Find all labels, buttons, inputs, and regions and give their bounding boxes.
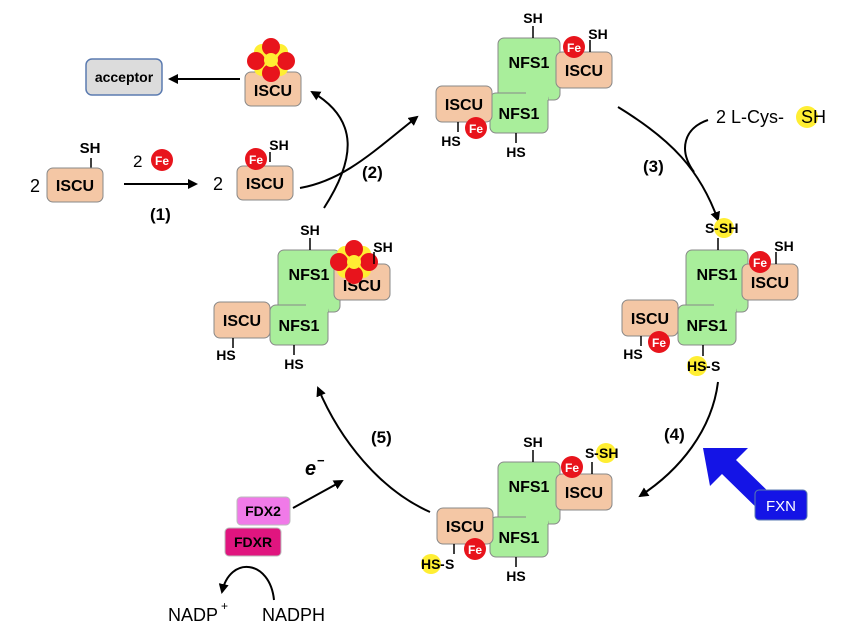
sh-label: SH (269, 137, 288, 153)
fe-label: Fe (565, 461, 579, 475)
nfs1-label: NFS1 (289, 267, 330, 284)
nadph-label: NADPH (262, 605, 325, 625)
fdx2-box: FDX2 (236, 496, 291, 526)
hs-label: HS (421, 556, 440, 572)
fxn-label: FXN (766, 498, 796, 515)
cysteine-label: 2 L-Cys- (716, 107, 784, 127)
electron-charge-label: − (317, 453, 325, 468)
persulfide-s-label: S (711, 358, 720, 374)
arrow-step-2-to-iscu (310, 90, 349, 209)
complex-bottom: NFS1 NFS1 ISCU ISCU SH Fe S - SH HS - S … (421, 434, 618, 584)
sh-label: SH (373, 239, 392, 255)
nfs1-label: NFS1 (509, 55, 550, 72)
step-4-label: (4) (664, 425, 685, 444)
iscu-label: ISCU (631, 311, 669, 328)
acceptor-box: acceptor (85, 58, 163, 96)
iscu-label: ISCU (223, 313, 261, 330)
hs-label: HS (284, 356, 303, 372)
fe-label: Fe (249, 153, 263, 167)
iscu-label: ISCU (565, 63, 603, 80)
iscu-fe: 2 ISCU SH Fe (213, 137, 294, 201)
fe-label: Fe (753, 256, 767, 270)
hs-label: HS (687, 358, 706, 374)
persulfide-s-label: S (585, 445, 594, 461)
persulfide-s-label: S (705, 220, 714, 236)
arrow-cysteine-input (684, 119, 709, 173)
sh-label: SH (774, 238, 793, 254)
iscu-label: ISCU (445, 97, 483, 114)
iron-reactant: 2 Fe (133, 149, 173, 171)
arrow-step-4 (638, 381, 719, 498)
iscu-label: ISCU (565, 485, 603, 502)
fe-label: Fe (567, 41, 581, 55)
nfs1-label: NFS1 (499, 530, 540, 547)
cysteine-hydrogen-label: H (813, 107, 826, 127)
fdx2-label: FDX2 (245, 503, 281, 519)
hs-label: HS (441, 133, 460, 149)
sh-label: SH (588, 26, 607, 42)
acceptor-label: acceptor (95, 69, 154, 85)
arrow-nadph-oxidation (218, 565, 275, 601)
iscu-label: ISCU (751, 275, 789, 292)
persulfide-sh-label: SH (599, 445, 618, 461)
hs-label: HS (623, 346, 642, 362)
persulfide-sh-label: SH (719, 220, 738, 236)
step-5-label: (5) (371, 428, 392, 447)
arrow-step-2-to-nfs1 (299, 115, 419, 189)
fe-s-cluster-icon (247, 38, 295, 82)
iscu-label: ISCU (446, 519, 484, 536)
arrow-step-5 (316, 386, 431, 513)
coefficient-label: 2 (133, 152, 142, 171)
free-iscu: SH ISCU 2 (30, 140, 104, 203)
iscu-with-cluster: ISCU (244, 38, 302, 107)
step-3-label: (3) (643, 157, 664, 176)
persulfide-dash-label: - (714, 220, 719, 236)
nadp-label: NADP (168, 605, 218, 625)
sh-label: SH (80, 140, 101, 157)
electron-label: e (305, 458, 316, 480)
fe-label: Fe (468, 543, 482, 557)
fe-label: Fe (652, 336, 666, 350)
hs-label: HS (216, 347, 235, 363)
complex-top: NFS1 NFS1 ISCU ISCU SH SH Fe HS Fe HS (435, 10, 613, 160)
sh-label: SH (523, 434, 542, 450)
hs-label: HS (506, 568, 525, 584)
nfs1-label: NFS1 (279, 318, 320, 335)
cysteine-sulfur-label: S (801, 107, 813, 127)
persulfide-dash-label: - (594, 445, 599, 461)
fxn-box: FXN (754, 489, 808, 521)
arrow-electron-transfer (292, 480, 344, 509)
iscu-label: ISCU (254, 83, 292, 100)
persulfide-dash-label: - (706, 358, 711, 374)
nadp-charge-label: + (221, 599, 228, 613)
fdxr-box: FDXR (224, 527, 282, 557)
step-2-label: (2) (362, 163, 383, 182)
nfs1-label: NFS1 (687, 318, 728, 335)
hs-label: HS (506, 144, 525, 160)
complex-right: NFS1 NFS1 ISCU ISCU S - SH Fe SH HS Fe H… (621, 218, 799, 376)
fdxr-label: FDXR (234, 534, 272, 550)
complex-left: NFS1 NFS1 ISCU ISCU SH SH HS HS (213, 222, 393, 372)
persulfide-dash-label: - (440, 556, 445, 572)
fe-label: Fe (155, 154, 169, 168)
sh-label: SH (300, 222, 319, 238)
nfs1-label: NFS1 (697, 267, 738, 284)
sh-label: SH (523, 10, 542, 26)
coefficient-label: 2 (30, 176, 40, 196)
arrow-step-3 (617, 106, 720, 222)
nadp-label-group: NADP + (168, 599, 228, 625)
iscu-label: ISCU (56, 178, 94, 195)
persulfide-s-label: S (445, 556, 454, 572)
nfs1-label: NFS1 (509, 479, 550, 496)
coefficient-label: 2 (213, 174, 223, 194)
cysteine-reactant: 2 L-Cys- S H (716, 106, 826, 128)
step-1-label: (1) (150, 205, 171, 224)
nfs1-label: NFS1 (499, 106, 540, 123)
iscu-label: ISCU (246, 176, 284, 193)
fe-label: Fe (469, 122, 483, 136)
